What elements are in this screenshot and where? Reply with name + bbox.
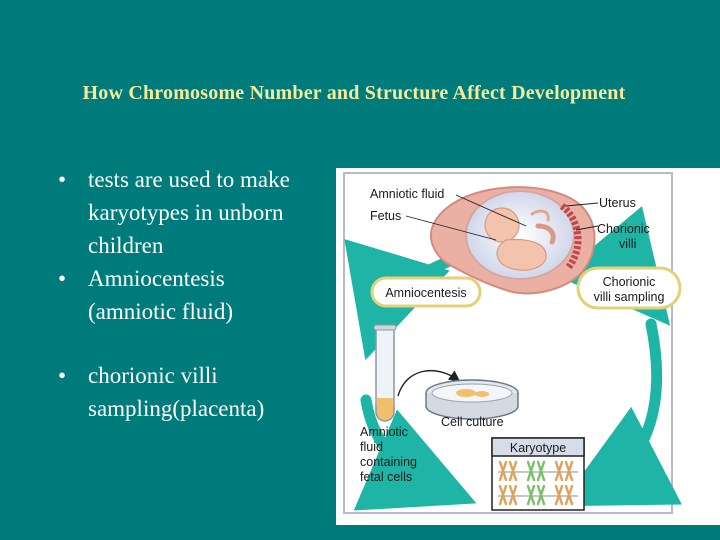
- leader-line: [575, 225, 599, 231]
- fetus-illustration: [484, 207, 556, 271]
- bullet-line: karyotypes in unborn: [88, 200, 284, 225]
- chromosome-glyph: [536, 484, 546, 506]
- bullet-dot: •: [58, 266, 67, 291]
- label-fluid-cells-line2: fluid: [360, 440, 383, 454]
- bullet-line: children: [88, 233, 164, 258]
- label-fluid-cells-line1: Amniotic: [360, 425, 408, 439]
- bullet-line: Amniocentesis: [88, 266, 225, 291]
- label-amniocentesis: Amniocentesis: [385, 286, 466, 300]
- cycle-arrow: [558, 318, 682, 507]
- uterus-illustration: [430, 186, 596, 295]
- chromosome-glyph: [564, 460, 574, 482]
- chorionic-villi-sampling-pill: [576, 266, 682, 310]
- bullet-item: • tests are used to make karyotypes in u…: [58, 163, 348, 262]
- cycle-arrow: [353, 394, 477, 511]
- petri-dish-illustration: [425, 379, 519, 420]
- bullet-list: • tests are used to make karyotypes in u…: [58, 163, 348, 425]
- label-fluid-cells-line3: containing: [360, 455, 417, 469]
- chromosome-glyph: [554, 460, 564, 482]
- bullet-item: • chorionic villi sampling(placenta): [58, 359, 348, 425]
- panel-border: [343, 172, 673, 514]
- chromosome-glyph: [564, 484, 574, 506]
- transfer-arrow: [397, 369, 461, 397]
- label-cell-culture: Cell culture: [441, 415, 504, 429]
- label-fetus: Fetus: [370, 209, 401, 223]
- leader-line: [565, 202, 599, 207]
- label-uterus: Uterus: [599, 196, 636, 210]
- label-fluid-cells-line4: fetal cells: [360, 470, 412, 484]
- chromosome-glyph: [498, 484, 508, 506]
- slide-title: How Chromosome Number and Structure Affe…: [82, 82, 626, 104]
- label-karyotype: Karyotype: [510, 441, 566, 455]
- label-chorionic-villi-line1: Chorionic: [597, 222, 650, 236]
- leader-line: [405, 215, 497, 241]
- label-amniotic-fluid: Amniotic fluid: [370, 187, 444, 201]
- leader-line: [455, 194, 527, 227]
- bullet-line: sampling(placenta): [88, 396, 265, 421]
- chromosome-glyph: [526, 460, 536, 482]
- bullet-dot: •: [58, 167, 67, 192]
- bullet-item: • Amniocentesis (amniotic fluid): [58, 262, 348, 328]
- chromosome-glyph: [508, 484, 518, 506]
- bullet-dot: •: [58, 363, 67, 388]
- amniocentesis-pill: [370, 276, 482, 308]
- chromosome-glyph: [508, 460, 518, 482]
- bullet-line: tests are used to make: [88, 167, 290, 192]
- chromosome-glyph: [536, 460, 546, 482]
- label-cvs-line2: villi sampling: [594, 290, 665, 304]
- test-tube-illustration: [373, 324, 397, 422]
- chromosome-set: [498, 460, 578, 506]
- bullet-line: chorionic villi: [88, 363, 218, 388]
- chromosome-glyph: [554, 484, 564, 506]
- label-cvs-line1: Chorionic: [603, 275, 656, 289]
- chromosome-glyph: [498, 460, 508, 482]
- chromosome-glyph: [526, 484, 536, 506]
- prenatal-testing-diagram: Amniotic fluid Fetus Uterus Chorionic vi…: [336, 168, 720, 525]
- diagram-svg: Amniotic fluid Fetus Uterus Chorionic vi…: [343, 172, 682, 514]
- label-chorionic-villi-line2: villi: [619, 237, 636, 251]
- bullet-line: (amniotic fluid): [88, 299, 233, 324]
- karyotype-panel: Karyotype: [491, 437, 585, 511]
